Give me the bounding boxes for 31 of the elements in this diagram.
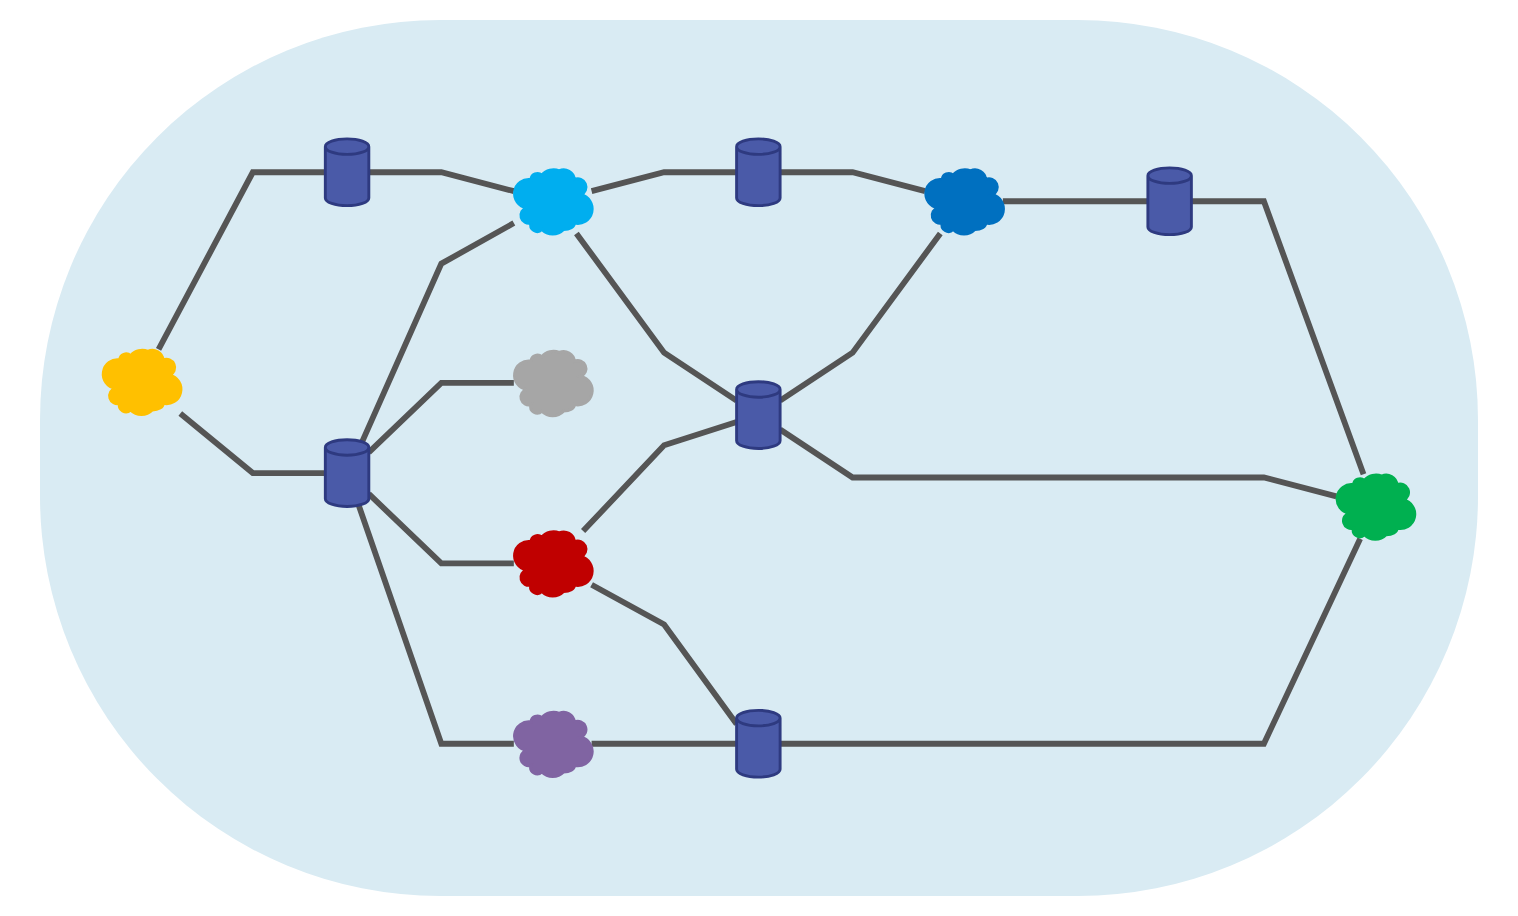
- link-line: [590, 582, 739, 726]
- network-cloud: [924, 168, 1005, 236]
- router-icon: [735, 708, 782, 779]
- link-line: [156, 169, 326, 351]
- link-line: [590, 169, 737, 194]
- link-line: [780, 169, 926, 194]
- link-line: [574, 231, 739, 404]
- link-line: [778, 427, 1338, 500]
- link-line: [581, 419, 738, 534]
- network-cloud: [513, 168, 594, 236]
- link-line: [1002, 198, 1148, 205]
- router-icon: [735, 380, 782, 450]
- link-line: [780, 537, 1363, 747]
- link-line: [359, 220, 516, 444]
- router-icon: [735, 137, 782, 208]
- network-cloud: [513, 530, 594, 598]
- link-line: [366, 491, 514, 567]
- link-line: [355, 504, 514, 747]
- network-cloud: [101, 348, 183, 416]
- router-icon: [1146, 166, 1193, 237]
- router-icon: [323, 137, 371, 208]
- link-line: [366, 380, 514, 455]
- network-cloud: [1335, 473, 1417, 541]
- network-cloud: [513, 710, 594, 778]
- link-line: [178, 411, 326, 476]
- link-line: [1191, 198, 1367, 476]
- network-cloud: [513, 349, 594, 418]
- link-line: [368, 169, 515, 194]
- router-icon: [323, 438, 371, 508]
- link-line: [778, 231, 943, 404]
- link-line: [591, 740, 737, 747]
